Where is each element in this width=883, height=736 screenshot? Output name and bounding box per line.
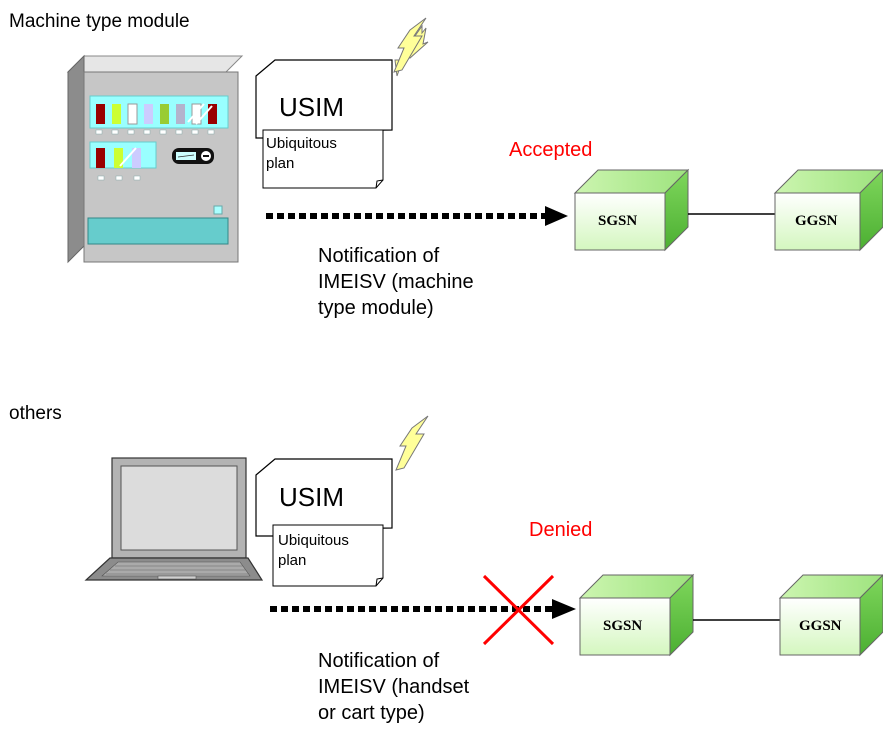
plan-label: Ubiquitous plan — [278, 532, 349, 569]
vending-machine-icon — [66, 54, 244, 264]
sgsn-label: SGSN — [603, 618, 643, 634]
arrow-head — [552, 599, 576, 619]
sgsn-label: SGSN — [598, 213, 638, 229]
laptop-icon — [84, 457, 264, 581]
sgsn-node — [573, 168, 690, 252]
status-denied: Denied — [529, 519, 593, 541]
plan-document — [262, 129, 384, 189]
ggsn-node — [778, 574, 883, 657]
ggsn-label: GGSN — [795, 213, 838, 229]
plan-document — [272, 524, 384, 587]
ggsn-node — [773, 169, 883, 252]
sgsn-node — [578, 573, 695, 657]
scenario-others — [84, 415, 883, 657]
lightning-icon — [395, 415, 429, 471]
scenario-machine-type — [66, 17, 883, 264]
notification-label: Notification of IMEISV (handset or cart … — [318, 650, 470, 724]
notification-label: Notification of IMEISV (machine type mod… — [318, 245, 474, 319]
arrow-head — [545, 206, 568, 226]
usim-label: USIM — [279, 92, 344, 122]
ggsn-label: GGSN — [799, 618, 842, 634]
lightning-icon-main — [393, 17, 427, 73]
section-label-machine-type: Machine type module — [9, 11, 190, 32]
status-accepted: Accepted — [509, 139, 593, 161]
usim-label: USIM — [279, 482, 344, 512]
plan-label: Ubiquitous plan — [266, 135, 337, 172]
denied-cross-icon — [482, 574, 555, 646]
section-label-others: others — [9, 403, 62, 424]
